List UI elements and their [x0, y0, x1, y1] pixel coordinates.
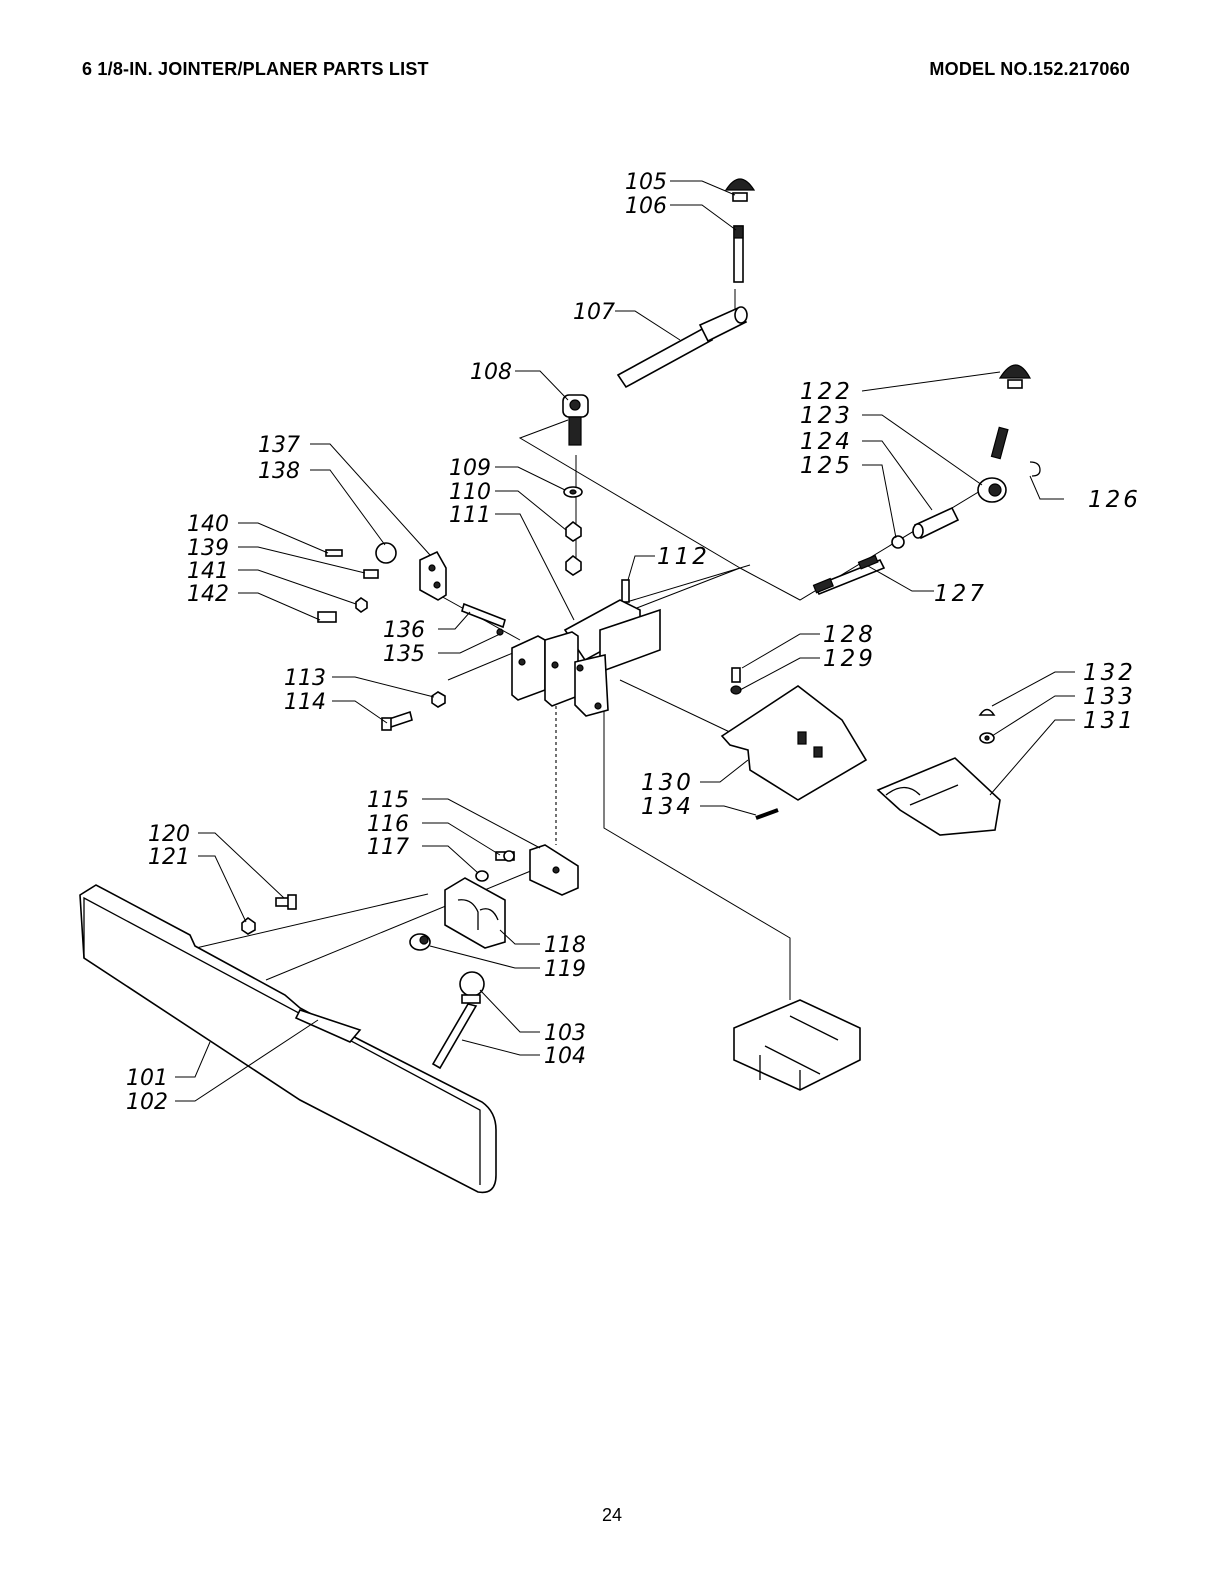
part-131-plate — [876, 757, 1001, 836]
callout-132: 132 — [1083, 660, 1136, 686]
callout-121: 121 — [148, 845, 190, 870]
callout-109: 109 — [449, 456, 491, 481]
part-105-knob — [724, 178, 756, 202]
callout-101: 101 — [126, 1066, 168, 1091]
part-137-arm — [419, 550, 447, 601]
callout-102: 102 — [126, 1090, 168, 1115]
callout-142: 142 — [187, 582, 229, 607]
part-126-clip — [1029, 461, 1041, 477]
part-base-block — [733, 999, 861, 1091]
callout-123: 123 — [800, 403, 853, 429]
part-132-cap — [978, 708, 996, 716]
part-133-washer — [979, 732, 995, 744]
part-142-bolt — [317, 611, 337, 623]
callout-labels: 105 106 107 108 109 110 111 112 113 114 … — [126, 170, 1141, 1115]
callout-105: 105 — [625, 170, 667, 195]
callout-134: 134 — [641, 794, 694, 820]
callout-114: 114 — [284, 690, 326, 715]
part-107-handle — [616, 306, 748, 389]
callout-124: 124 — [800, 429, 853, 455]
part-121-nut — [241, 916, 256, 935]
part-141-nut — [355, 597, 368, 613]
part-122-knob — [998, 364, 1032, 389]
callout-113: 113 — [284, 666, 326, 691]
callout-leaders — [175, 180, 1075, 1102]
callout-130: 130 — [641, 770, 694, 796]
part-111-nut — [565, 554, 582, 576]
callout-128: 128 — [823, 622, 876, 648]
callout-116: 116 — [367, 812, 409, 837]
part-139-bolt — [363, 569, 379, 579]
callout-119: 119 — [544, 957, 586, 982]
part-113-nut — [431, 691, 446, 708]
part-123-hub — [977, 477, 1007, 503]
callout-107: 107 — [573, 300, 615, 325]
part-128-screw — [731, 667, 741, 683]
part-101-fence — [79, 884, 497, 1194]
part-129-washer — [730, 685, 742, 695]
part-124-sleeve — [912, 506, 960, 540]
callout-133: 133 — [1083, 684, 1136, 710]
part-120-bolt — [275, 894, 297, 910]
callout-120: 120 — [148, 822, 190, 847]
callout-118: 118 — [544, 933, 586, 958]
callout-104: 104 — [544, 1044, 586, 1069]
callout-136: 136 — [383, 618, 425, 643]
part-136-pin — [461, 602, 506, 629]
callout-125: 125 — [800, 453, 853, 479]
part-108-block — [562, 394, 589, 446]
callout-141: 141 — [187, 559, 229, 584]
part-103-knob — [459, 971, 485, 1004]
part-109-washer — [563, 486, 583, 498]
part-134-pin — [755, 808, 779, 820]
part-117-washer — [475, 870, 489, 882]
callout-135: 135 — [383, 642, 425, 667]
part-140-bolt — [325, 549, 343, 557]
part-112-pin — [621, 579, 630, 603]
callout-139: 139 — [187, 536, 229, 561]
part-125-washer — [891, 535, 905, 549]
callout-108: 108 — [470, 360, 512, 385]
callout-131: 131 — [1083, 708, 1136, 734]
callout-138: 138 — [258, 459, 300, 484]
part-116-bolt — [495, 850, 515, 862]
part-104-stud — [431, 1003, 478, 1070]
part-135-ball — [496, 628, 504, 636]
callout-127: 127 — [934, 581, 987, 607]
callout-112: 112 — [657, 544, 710, 570]
part-130-guard-plate — [720, 685, 868, 801]
part-115-block — [529, 844, 579, 896]
callout-137: 137 — [258, 433, 300, 458]
part-center-bracket — [511, 599, 661, 717]
part-119-plug — [409, 933, 431, 951]
part-118-plate — [444, 877, 506, 949]
page-number: 24 — [601, 1505, 623, 1525]
part-122-stud — [990, 426, 1009, 460]
page-title: 6 1/8-IN. JOINTER/PLANER PARTS LIST — [82, 59, 429, 79]
callout-110: 110 — [449, 480, 491, 505]
part-110-nut — [565, 520, 582, 542]
callout-103: 103 — [544, 1021, 586, 1046]
callout-140: 140 — [187, 512, 229, 537]
callout-117: 117 — [367, 835, 409, 860]
part-114-bolt — [381, 710, 413, 731]
callout-111: 111 — [449, 503, 491, 528]
callout-129: 129 — [823, 646, 876, 672]
callout-122: 122 — [800, 379, 853, 405]
callout-126: 126 — [1088, 487, 1141, 513]
part-138-knob — [375, 542, 397, 564]
part-127-shaft — [812, 554, 886, 596]
callout-115: 115 — [367, 788, 409, 813]
model-number: MODEL NO.152.217060 — [929, 59, 1130, 79]
callout-106: 106 — [625, 194, 667, 219]
part-106-stud — [733, 225, 744, 283]
